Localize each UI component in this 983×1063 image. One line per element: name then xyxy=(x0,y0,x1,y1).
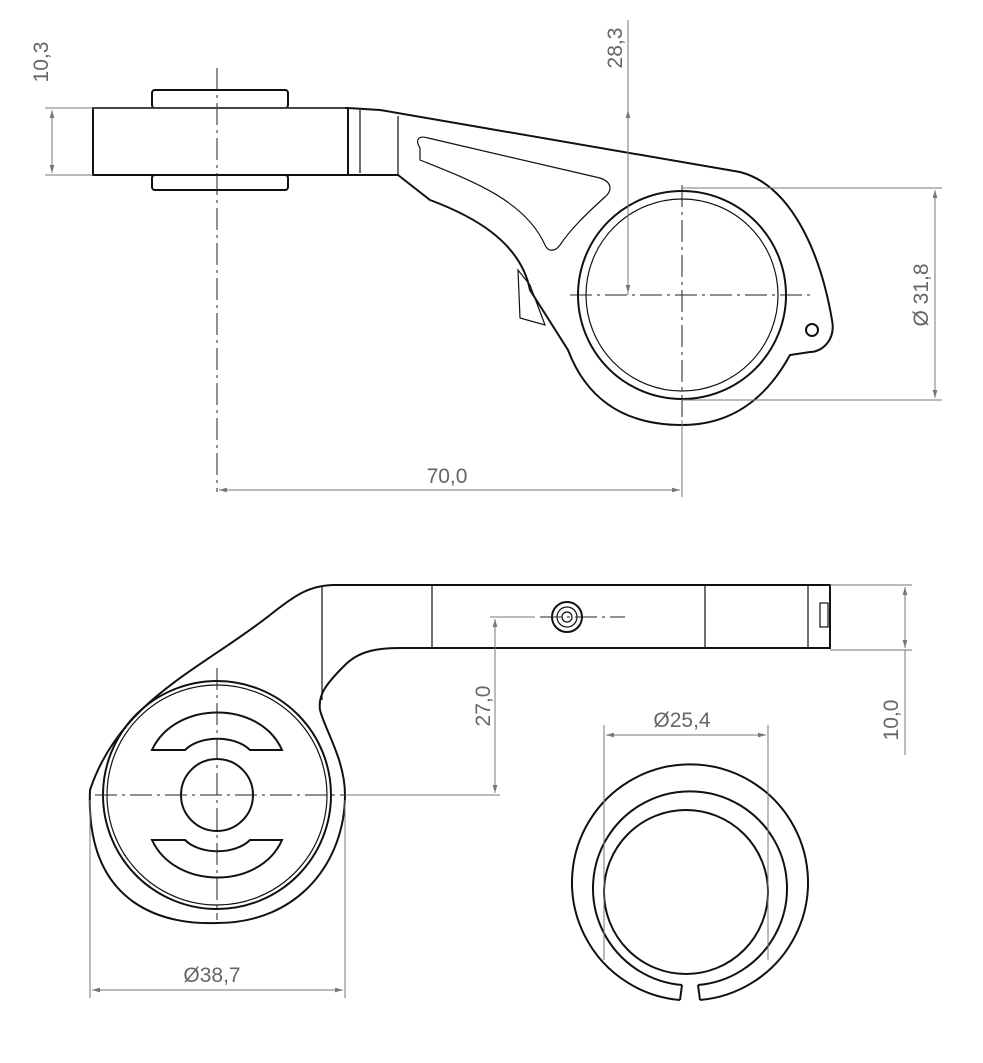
dimension-mount-diameter: Ø38,7 xyxy=(89,800,346,998)
dimension-reach: 70,0 xyxy=(219,420,683,497)
latch-slot xyxy=(819,602,829,628)
mount-plate xyxy=(92,107,349,176)
hinge-pin xyxy=(805,323,819,337)
arm-bar xyxy=(88,584,831,925)
dimension-label: Ø25,4 xyxy=(653,709,711,732)
dimension-label: 28,3 xyxy=(604,28,627,69)
dimension-bar-thickness: 10,0 xyxy=(830,584,912,755)
dimension-plate-thickness: 10,3 xyxy=(30,42,345,176)
dimension-label: 70,0 xyxy=(427,465,468,488)
dimension-offset-height: 28,3 xyxy=(604,20,631,295)
dimension-clamp-diameter: Ø 31,8 xyxy=(682,187,942,401)
shim-ring xyxy=(571,763,809,1001)
slot-bottom xyxy=(150,839,284,879)
dimension-shim-diameter: Ø25,4 xyxy=(603,709,769,960)
dimension-label: Ø38,7 xyxy=(183,964,240,987)
hinge-tab xyxy=(517,268,546,326)
arm-body xyxy=(347,107,834,427)
arm-cutout xyxy=(417,136,611,251)
top-view xyxy=(88,584,831,925)
dimension-label: 10,3 xyxy=(30,42,53,83)
dimension-label: Ø 31,8 xyxy=(910,263,933,326)
slot-top xyxy=(150,711,284,751)
dimension-label: 10,0 xyxy=(880,700,903,741)
side-view xyxy=(92,68,834,492)
mount-boss-top xyxy=(151,89,289,109)
mount-boss-bottom xyxy=(151,174,289,191)
dimension-label: 27,0 xyxy=(472,686,495,727)
dimension-drop: 27,0 xyxy=(472,616,535,793)
